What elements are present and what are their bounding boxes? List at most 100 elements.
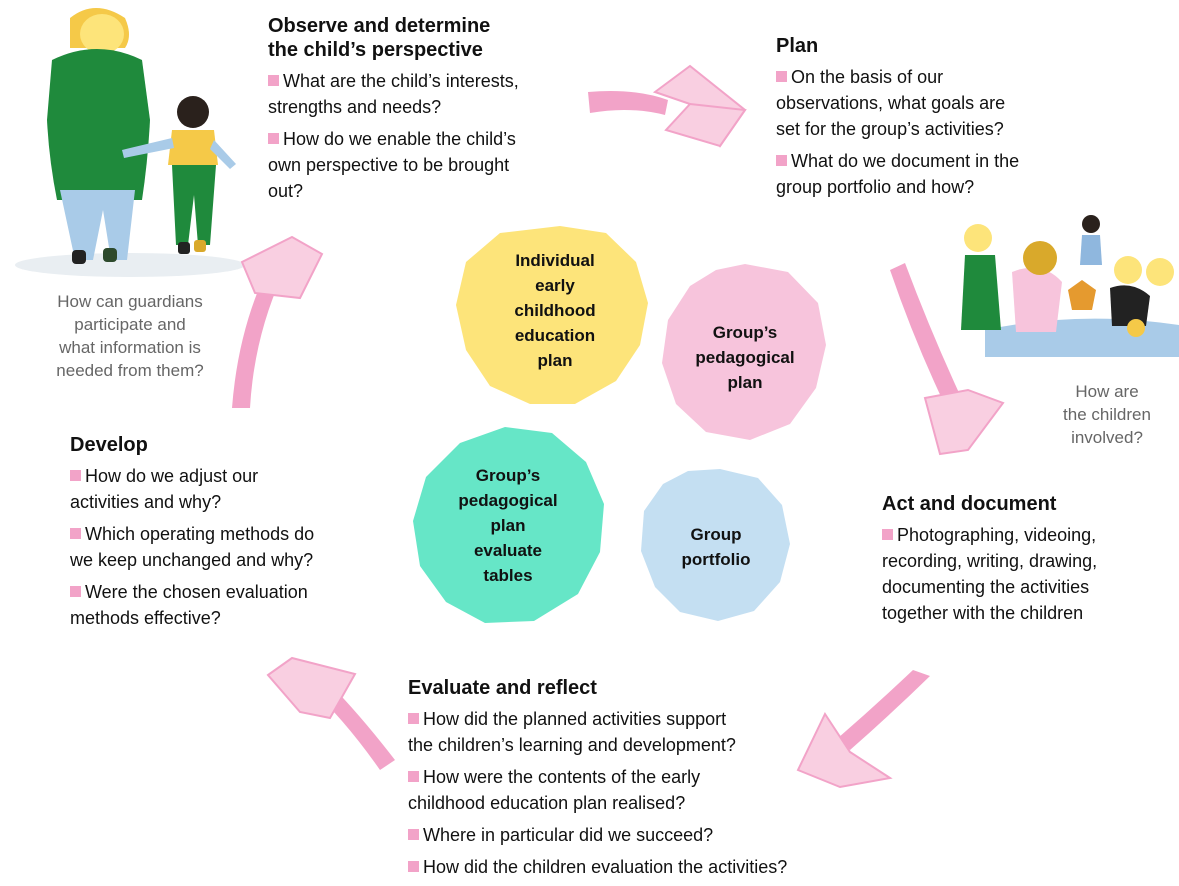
blob-portfolio — [641, 469, 790, 621]
arrow-shaft — [890, 263, 960, 403]
blob-evaluate-tables-label: Group’s pedagogical plan evaluate tables — [443, 463, 573, 588]
blob-group-plan-label: Group’s pedagogical plan — [680, 320, 810, 395]
child-vest — [168, 130, 218, 165]
blob-group-plan — [662, 264, 826, 440]
develop-question-3: Were the chosen evaluation methods effect… — [70, 579, 380, 631]
evaluate-q1-line2: the children’s learning and development? — [408, 735, 736, 755]
arrow-shaft — [838, 670, 930, 750]
arrow-head-outline — [240, 235, 324, 300]
act-question-1: Photographing, videoing, recording, writi… — [882, 522, 1172, 626]
act-title: Act and document — [882, 493, 1057, 515]
evaluate-title: Evaluate and reflect — [408, 677, 597, 699]
guardians-line2: participate and — [74, 315, 186, 334]
arrow-develop-to-observe — [232, 235, 324, 408]
individual-line1: Individual — [515, 251, 595, 270]
individual-line2: early — [535, 276, 575, 295]
child-blue-shirt — [1080, 235, 1102, 265]
portfolio-line1: Group — [690, 525, 742, 544]
arrow-shaft — [588, 91, 668, 115]
develop-q1-line2: activities and why? — [70, 492, 222, 512]
act-block: Act and document Photographing, videoing… — [882, 492, 1172, 632]
children-activity-illustration — [961, 215, 1179, 357]
child-green-dress — [961, 255, 1001, 330]
guardians-line4: needed from them? — [56, 361, 204, 380]
bullet-square-icon — [408, 829, 419, 840]
children-q-line1: How are — [1075, 382, 1139, 401]
child-right-head — [1146, 258, 1174, 286]
bullet-square-icon — [70, 528, 81, 539]
child-green-head — [964, 224, 992, 252]
evaluate-question-3: Where in particular did we succeed? — [408, 822, 868, 848]
guardians-line1: How can guardians — [57, 292, 203, 311]
arrow-head-outline-front — [664, 102, 747, 148]
children-q-line2: the children — [1063, 405, 1151, 424]
act-q1-line4: together with the children — [882, 603, 1084, 623]
plan-q1-line3: set for the group’s activities? — [776, 119, 1004, 139]
children-q-line3: involved? — [1071, 428, 1143, 447]
bullet-square-icon — [408, 771, 419, 782]
adult-shoe-left — [72, 250, 86, 264]
adult-child-illustration — [15, 8, 245, 277]
adult-head — [80, 14, 124, 54]
portfolio-line2: portfolio — [681, 550, 751, 569]
plan-q2-line2: group portfolio and how? — [776, 177, 975, 197]
arrow-observe-to-plan — [588, 64, 747, 148]
child-shoe-left — [178, 242, 190, 254]
blob-individual-plan-label: Individual early childhood education pla… — [490, 248, 620, 373]
act-q1-line3: documenting the activities — [882, 577, 1090, 597]
individual-line3: childhood — [514, 301, 596, 320]
evaluate-q3: Where in particular did we succeed? — [423, 825, 714, 845]
bullet-square-icon — [882, 529, 893, 540]
individual-line5: plan — [537, 351, 573, 370]
bullet-square-icon — [776, 155, 787, 166]
bullet-square-icon — [408, 713, 419, 724]
ground-shadow — [15, 253, 245, 277]
observe-q2-line2: own perspective to be brought — [268, 155, 510, 175]
arrow-head-outline — [266, 656, 357, 720]
plan-q1-line1: On the basis of our — [791, 67, 944, 87]
evaluate-block: Evaluate and reflect How did the planned… — [408, 676, 868, 886]
eval-tables-line2: pedagogical — [458, 491, 558, 510]
adult-coat — [47, 49, 150, 200]
blob-evaluate-tables — [413, 427, 604, 623]
individual-line4: education — [514, 326, 596, 345]
blob-portfolio-label: Group portfolio — [656, 522, 776, 572]
plan-title: Plan — [776, 35, 819, 57]
develop-q3-line1: Were the chosen evaluation — [85, 582, 308, 602]
act-q1-line1: Photographing, videoing, — [897, 525, 1097, 545]
observe-title: Observe and determine the child’s perspe… — [268, 14, 578, 62]
evaluate-q2-line1: How were the contents of the early — [423, 767, 701, 787]
bullet-square-icon — [408, 861, 419, 872]
arrow-head-outline — [796, 711, 893, 789]
arrow-act-to-evaluate — [796, 670, 930, 789]
child-curly-head — [1023, 241, 1057, 275]
group-plan-line3: plan — [727, 373, 763, 392]
group-plan-line2: pedagogical — [695, 348, 795, 367]
child-blue-head — [1082, 215, 1100, 233]
guardians-question: How can guardians participate and what i… — [20, 290, 240, 382]
act-q1-line2: recording, writing, drawing, — [882, 551, 1098, 571]
observe-q2-line3: out? — [268, 181, 304, 201]
sun-toy — [1127, 319, 1145, 337]
eval-tables-line5: tables — [483, 566, 533, 585]
develop-q3-line2: methods effective? — [70, 608, 221, 628]
child-dark-shirt — [1110, 285, 1150, 326]
bullet-square-icon — [70, 586, 81, 597]
evaluate-q4: How did the children evaluation the acti… — [423, 857, 788, 877]
fox-toy — [1068, 280, 1096, 310]
child-arm — [122, 138, 174, 158]
eval-tables-line3: plan — [490, 516, 526, 535]
child-pants — [172, 165, 216, 245]
bullet-square-icon — [268, 75, 279, 86]
bullet-square-icon — [70, 470, 81, 481]
bullet-square-icon — [268, 133, 279, 144]
bullet-square-icon — [776, 71, 787, 82]
table-surface — [985, 318, 1179, 357]
